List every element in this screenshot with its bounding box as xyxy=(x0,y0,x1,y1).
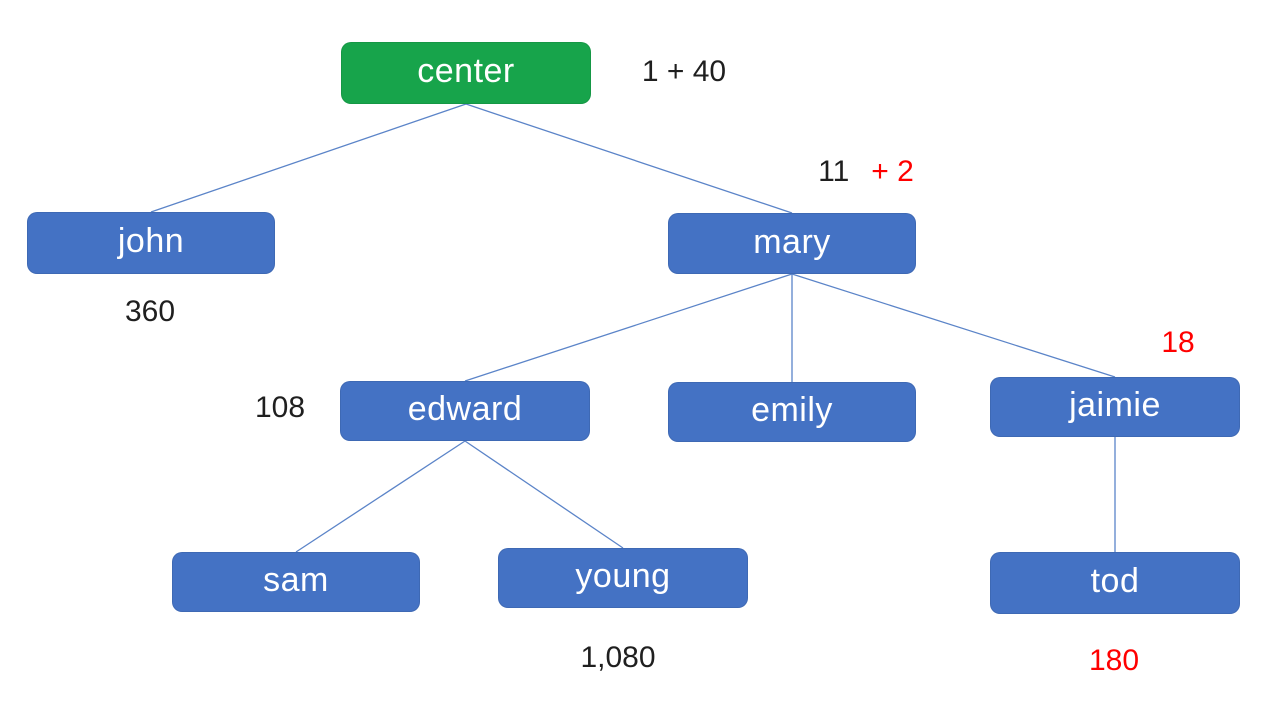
annotation-center-value: 1 + 40 xyxy=(642,57,726,87)
annotation-center-value-part-0: 1 + 40 xyxy=(641,55,727,88)
edge-mary-jaimie xyxy=(791,273,1116,378)
annotation-mary-value-part-1: + 2 xyxy=(871,155,914,188)
annotation-young-value: 1,080 xyxy=(580,643,655,673)
annotation-jaimie-value-part-0: 18 xyxy=(1161,326,1195,359)
node-label-center: center xyxy=(417,52,515,90)
node-label-young: young xyxy=(575,557,671,595)
edge-edward-sam xyxy=(295,440,466,553)
node-mary[interactable]: mary xyxy=(668,213,916,274)
annotation-mary-value: 11 + 2 xyxy=(818,157,914,187)
node-edward[interactable]: edward xyxy=(340,381,590,441)
node-label-jaimie: jaimie xyxy=(1069,386,1161,424)
node-label-edward: edward xyxy=(407,390,523,428)
node-label-sam: sam xyxy=(263,561,329,599)
node-emily[interactable]: emily xyxy=(668,382,916,442)
annotation-john-value-part-0: 360 xyxy=(124,295,176,328)
annotation-jaimie-value: 18 xyxy=(1161,328,1194,358)
node-label-tod: tod xyxy=(1090,562,1140,600)
edge-center-john xyxy=(150,103,467,213)
annotation-john-value: 360 xyxy=(125,297,175,327)
node-label-emily: emily xyxy=(751,391,833,429)
annotation-edward-value-part-0: 108 xyxy=(254,391,306,424)
annotation-edward-value: 108 xyxy=(255,393,305,423)
node-sam[interactable]: sam xyxy=(172,552,420,612)
node-young[interactable]: young xyxy=(498,548,748,608)
node-john[interactable]: john xyxy=(27,212,275,274)
annotation-young-value-part-0: 1,080 xyxy=(580,641,656,674)
annotation-tod-value: 180 xyxy=(1089,646,1139,676)
edge-center-mary xyxy=(465,103,793,214)
edge-edward-young xyxy=(464,440,624,549)
node-label-mary: mary xyxy=(753,222,831,261)
node-label-john: john xyxy=(117,222,185,260)
annotation-mary-value-part-0: 11 xyxy=(818,155,850,188)
edge-mary-edward xyxy=(464,273,793,382)
annotation-tod-value-part-0: 180 xyxy=(1088,644,1140,677)
node-center[interactable]: center xyxy=(341,42,591,104)
node-jaimie[interactable]: jaimie xyxy=(990,377,1240,437)
node-tod[interactable]: tod xyxy=(990,552,1240,614)
